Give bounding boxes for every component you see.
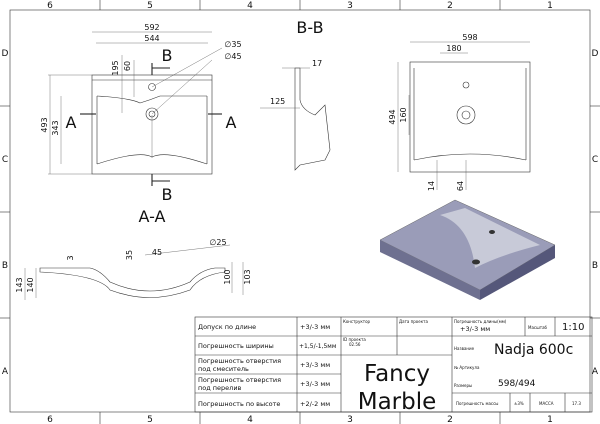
col-label: 2 [447, 415, 453, 424]
col-label: 4 [247, 1, 253, 11]
row-label: A [2, 367, 9, 377]
col-label: 6 [47, 1, 53, 11]
project-id: 02.56 [349, 342, 361, 347]
col-label: 5 [147, 415, 153, 424]
dim-label: 140 [26, 277, 35, 292]
brand-logo-line1: Fancy [364, 361, 430, 387]
tolerance-value: +1,5/-1,5мм [299, 343, 336, 350]
section-bb-view [260, 67, 331, 171]
tolerance-label: Погрешность по высоте [198, 400, 280, 408]
col-label: 1 [547, 1, 553, 11]
dim-label: 160 [399, 107, 408, 122]
row-label: B [592, 261, 598, 271]
col-label: 4 [247, 415, 253, 424]
dim-label: 64 [456, 181, 465, 191]
row-label: C [2, 155, 8, 165]
tolerance-value: +3/-3 мм [300, 361, 330, 369]
title-block [194, 316, 593, 413]
section-bb-title: B-B [296, 18, 323, 37]
col-label: 5 [147, 1, 153, 11]
tolerance-value: +3/-3 мм [300, 323, 330, 331]
row-label: C [592, 155, 598, 165]
dim-label: 343 [51, 120, 60, 135]
col-label: 3 [347, 415, 353, 424]
product-size: 598/494 [498, 379, 536, 389]
scale-value: 1:10 [562, 322, 584, 333]
dim-label: 103 [243, 269, 252, 284]
tolerance-label: Погрешность отверстия под смеситель [198, 357, 282, 373]
dim-label: 143 [15, 277, 24, 292]
section-marker-a: A [226, 113, 237, 132]
col-label: 1 [547, 415, 553, 424]
dim-label: 45 [152, 248, 162, 257]
diameter-label: ∅35 [224, 40, 241, 49]
dim-label: 60 [123, 61, 132, 71]
row-label: A [592, 367, 599, 377]
tolerance-label: Погрешность ширины [198, 342, 274, 350]
brand-logo-line2: Marble [358, 389, 437, 415]
row-label: B [2, 261, 8, 271]
dim-label: 35 [125, 250, 134, 260]
dim-label: 493 [40, 117, 49, 132]
length-tol-value: +3/-3 мм [460, 325, 490, 333]
col-label: 3 [347, 1, 353, 11]
dim-label: 195 [111, 60, 120, 75]
tolerance-label: Допуск по длине [198, 323, 256, 331]
section-marker-a: A [66, 113, 77, 132]
constructor-label: Конструктор [343, 319, 371, 324]
name-label: Название [454, 346, 475, 351]
col-label: 6 [47, 415, 53, 424]
section-marker-b: B [162, 185, 173, 204]
dim-label: 100 [223, 269, 232, 284]
dim-label: 180 [446, 44, 461, 53]
dim-label: 544 [144, 34, 159, 43]
isometric-render [379, 199, 556, 300]
dim-label: 494 [388, 109, 397, 124]
dim-label: 592 [144, 23, 159, 32]
section-marker-b: B [162, 46, 173, 65]
dim-label: 3 [66, 255, 75, 260]
project-id-label: ID проекта [343, 337, 366, 342]
product-name: Nadja 600c [494, 342, 573, 358]
article-label: № Артикула [454, 365, 480, 370]
tolerance-label: Погрешность отверстия под перелив [198, 376, 282, 392]
row-label: D [592, 49, 599, 59]
section-aa-view [24, 244, 244, 300]
dim-label: 17 [312, 59, 322, 68]
top-view [48, 31, 223, 186]
length-tol-label: Погрешность длины(мм) [454, 319, 507, 324]
size-label: Размеры [454, 383, 472, 388]
row-label: D [2, 49, 9, 59]
mass-label: МАССА [539, 401, 554, 406]
scale-label: Масштаб [528, 325, 548, 330]
section-aa-title: A-A [139, 207, 166, 226]
tolerance-value: +3/-3 мм [300, 380, 330, 388]
front-view [397, 41, 531, 190]
dim-label: 125 [270, 97, 285, 106]
mass-value: 17.3 [572, 401, 581, 406]
mass-tol-label: Погрешность массы [456, 401, 498, 406]
diameter-label: ∅25 [209, 238, 226, 247]
diameter-label: ∅45 [224, 52, 241, 61]
dim-label: 14 [427, 181, 436, 191]
mass-tol: ±3% [514, 401, 524, 406]
date-label: Дата проекта [399, 319, 428, 324]
col-label: 2 [447, 1, 453, 11]
tolerance-value: +2/-2 мм [300, 400, 330, 408]
dim-label: 598 [462, 33, 477, 42]
